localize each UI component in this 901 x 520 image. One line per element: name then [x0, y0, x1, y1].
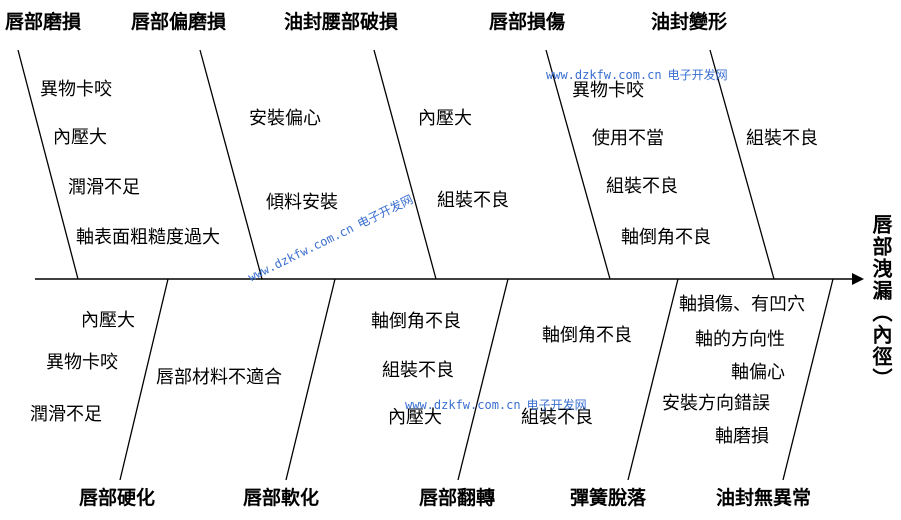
- cause-label: 潤滑不足: [68, 177, 140, 198]
- cause-label: 異物卡咬: [40, 79, 112, 100]
- cause-label: 潤滑不足: [30, 404, 102, 425]
- cause-label: 安裝方向錯誤: [662, 393, 770, 414]
- watermark-url: www.dzkfw.com.cn: [546, 68, 662, 82]
- cause-label: 軸損傷、有凹穴: [679, 294, 805, 315]
- category-top-2: 唇部偏磨損: [131, 11, 227, 33]
- category-bottom-4: 彈簧脫落: [570, 487, 647, 509]
- bone-bottom-1: [119, 278, 169, 481]
- bone-bottom-5: [782, 278, 834, 481]
- cause-label: 內壓大: [53, 127, 107, 148]
- bone-top-3: [373, 49, 437, 280]
- cause-label: 內壓大: [418, 108, 472, 129]
- category-bottom-3: 唇部翻轉: [419, 487, 496, 509]
- category-top-1: 唇部磨損: [5, 11, 82, 33]
- watermark-url: www.dzkfw.com.cn: [405, 398, 521, 412]
- cause-label: 安裝偏心: [249, 108, 321, 129]
- category-bottom-1: 唇部硬化: [79, 487, 156, 509]
- cause-label: 軸倒角不良: [371, 311, 461, 332]
- cause-label: 軸偏心: [731, 362, 785, 383]
- cause-label: 傾料安裝: [266, 192, 338, 213]
- cause-label: 內壓大: [388, 407, 442, 428]
- spine-arrowhead: [852, 273, 864, 285]
- watermark-bottom: www.dzkfw.com.cn 电子开发网: [405, 396, 587, 413]
- cause-label: 組裝不良: [606, 176, 678, 197]
- category-top-4: 唇部損傷: [489, 11, 566, 33]
- cause-label: 使用不當: [592, 128, 664, 149]
- cause-label: 軸的方向性: [695, 329, 785, 350]
- cause-label: 軸倒角不良: [542, 325, 632, 346]
- effect-label: 唇部洩漏（內徑）: [869, 214, 893, 390]
- cause-label: 組裝不良: [746, 128, 818, 149]
- bone-top-4: [545, 49, 611, 280]
- watermark-site-name: 电子开发网: [526, 398, 587, 412]
- category-bottom-2: 唇部軟化: [243, 487, 320, 509]
- cause-label: 組裝不良: [382, 360, 454, 381]
- bone-bottom-2: [285, 278, 336, 481]
- cause-label: 唇部材料不適合: [156, 367, 282, 388]
- watermark-site-name: 电子开发网: [667, 68, 728, 82]
- category-top-3: 油封腰部破損: [284, 11, 399, 33]
- bone-top-1: [17, 49, 79, 280]
- cause-label: 軸磨損: [715, 426, 769, 447]
- cause-label: 組裝不良: [521, 407, 593, 428]
- bone-bottom-3: [457, 278, 509, 481]
- cause-label: 軸表面粗糙度過大: [76, 227, 220, 248]
- cause-label: 組裝不良: [437, 190, 509, 211]
- watermark-top: www.dzkfw.com.cn 电子开发网: [546, 66, 728, 83]
- bone-top-2: [199, 49, 263, 280]
- cause-label: 異物卡咬: [572, 80, 644, 101]
- bone-top-5: [709, 49, 775, 280]
- category-bottom-5: 油封無異常: [716, 487, 812, 509]
- bone-bottom-4: [627, 278, 679, 481]
- cause-label: 內壓大: [81, 310, 135, 331]
- cause-label: 軸倒角不良: [621, 227, 711, 248]
- category-top-5: 油封變形: [651, 11, 728, 33]
- cause-label: 異物卡咬: [46, 352, 118, 373]
